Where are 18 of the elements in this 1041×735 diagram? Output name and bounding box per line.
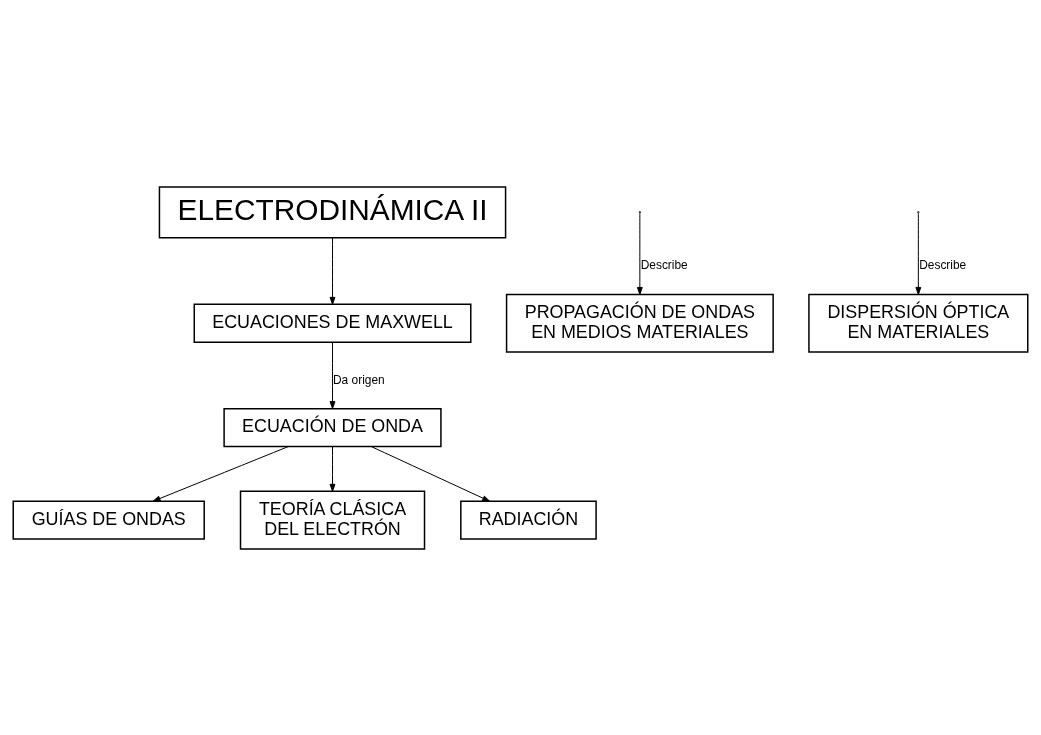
node-box: DISPERSIÓN ÓPTICA EN MATERIALES <box>808 293 1029 353</box>
edge-label: Da origen <box>333 372 385 387</box>
arrow <box>329 341 336 409</box>
arrow <box>371 445 491 502</box>
arrow <box>152 445 289 502</box>
node-box: GUÍAS DE ONDAS <box>12 500 205 540</box>
edge-label: Describe <box>640 257 688 272</box>
node-box: ELECTRODINÁMICA II <box>158 185 507 238</box>
node-box: TEORÍA CLÁSICA DEL ELECTRÓN <box>239 490 426 550</box>
node-box: RADIACIÓN <box>460 500 597 540</box>
arrow <box>329 236 336 305</box>
edge-label: Describe <box>919 257 967 272</box>
arrow <box>636 212 643 295</box>
node-box: PROPAGACIÓN DE ONDAS EN MEDIOS MATERIALES <box>505 293 774 353</box>
arrow <box>329 446 336 492</box>
node-box: ECUACIÓN DE ONDA <box>223 407 442 447</box>
arrow <box>915 212 922 295</box>
node-box: ECUACIONES DE MAXWELL <box>193 303 472 343</box>
